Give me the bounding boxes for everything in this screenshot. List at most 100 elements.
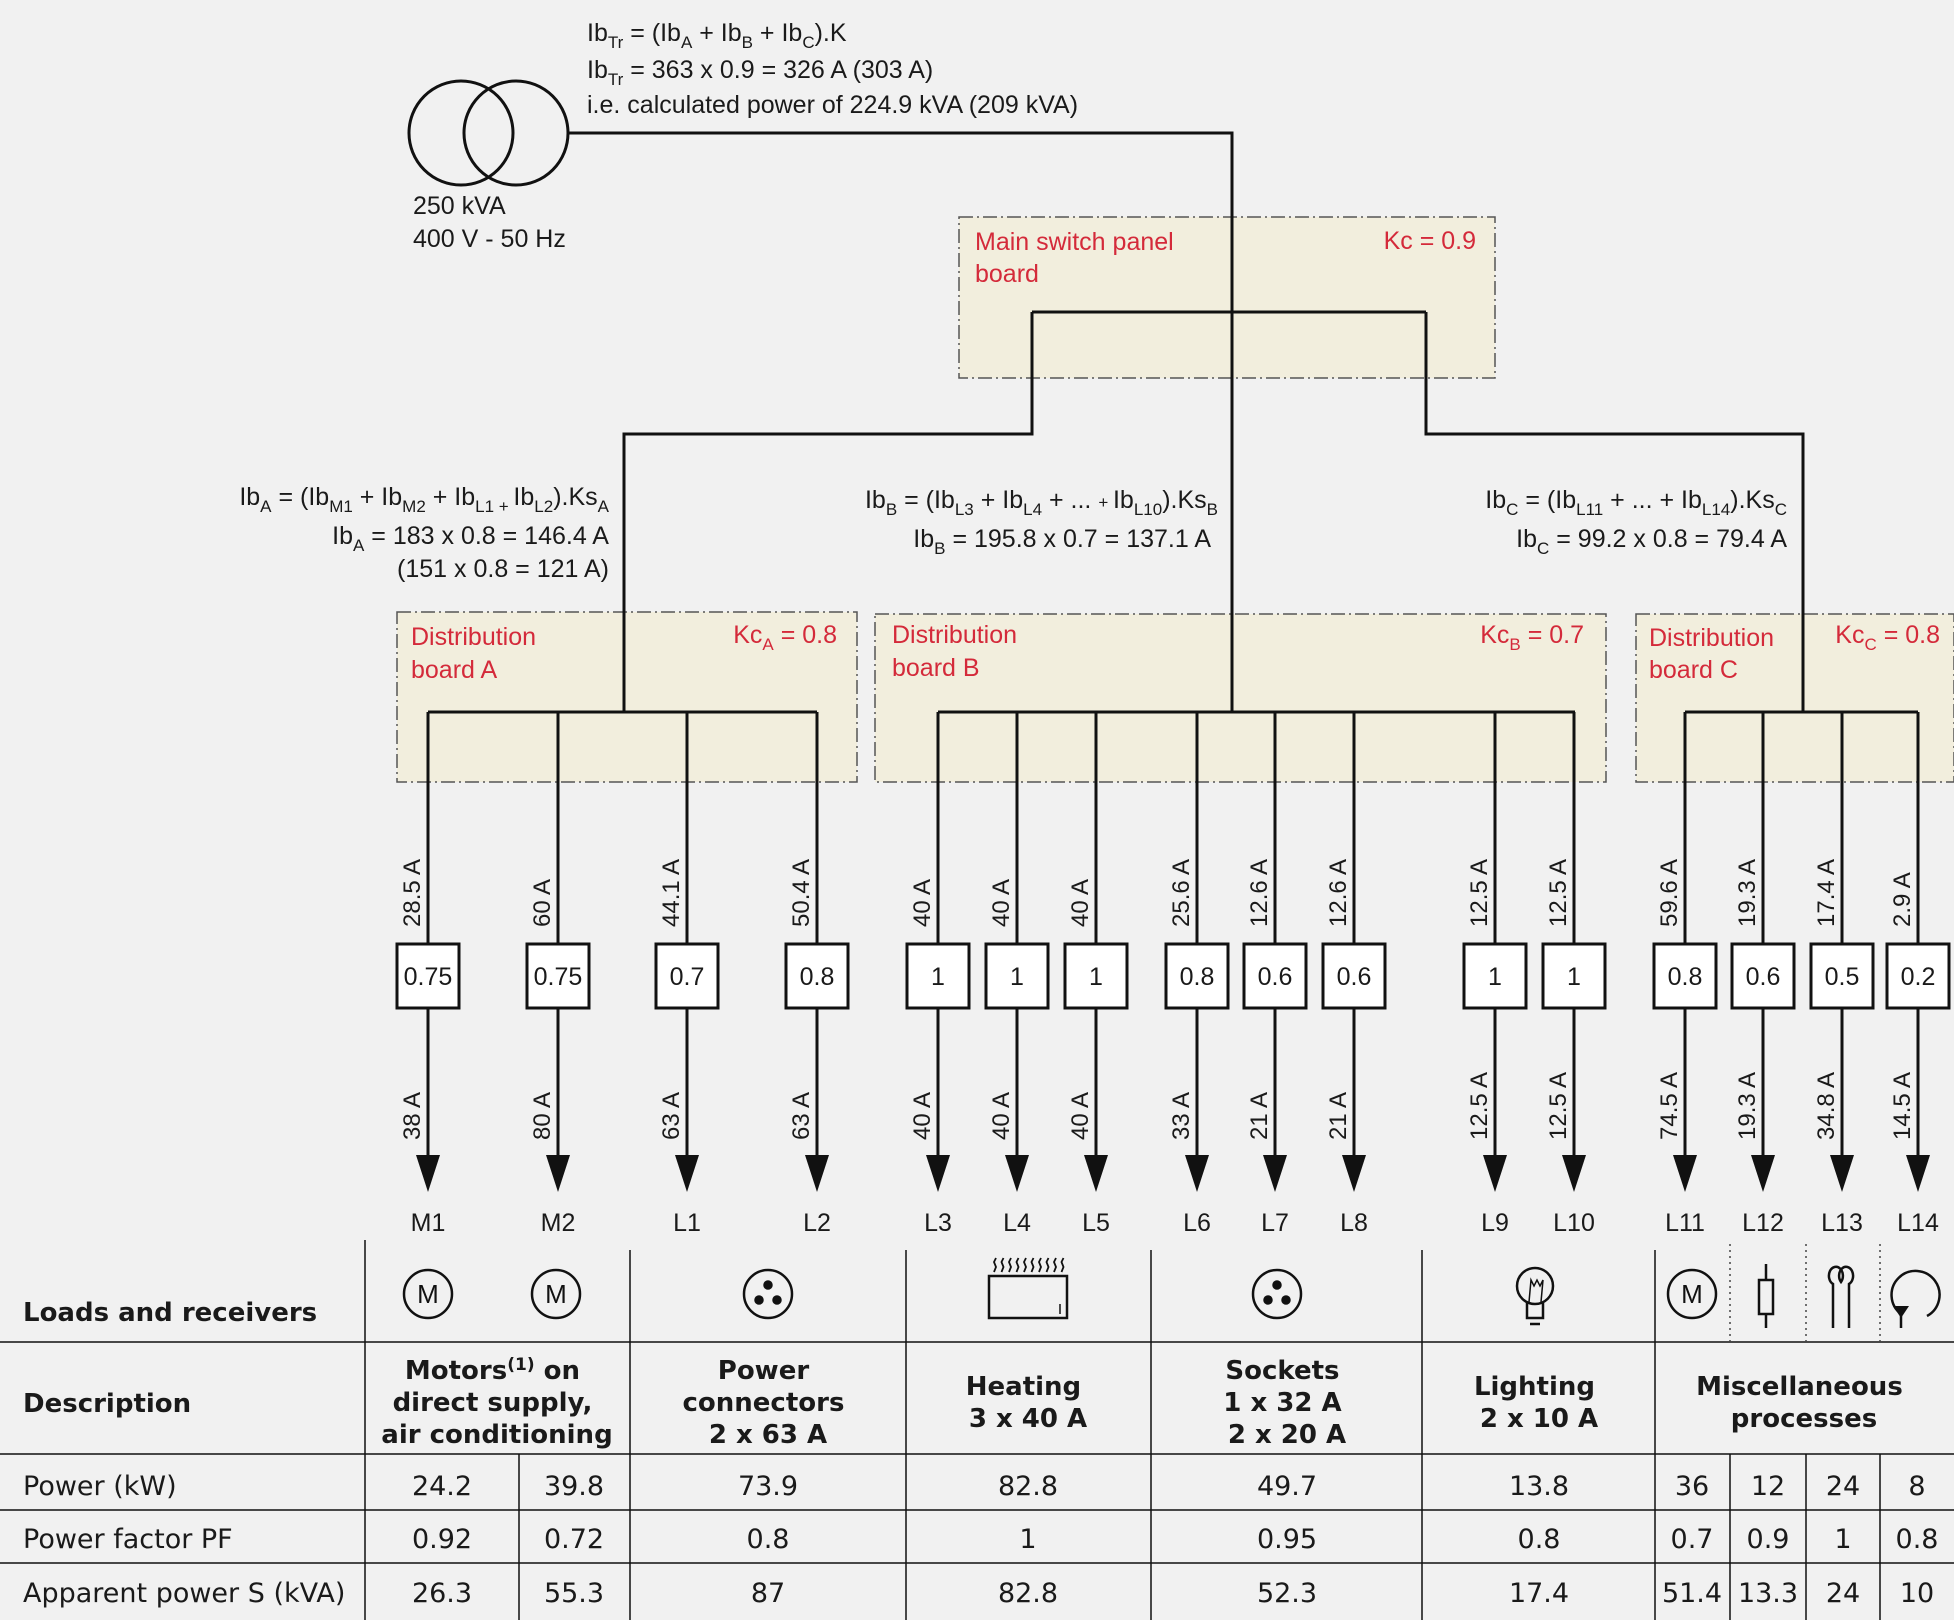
rated-current: 12.5 A — [1466, 1072, 1493, 1140]
apparent-value: 24 — [1826, 1578, 1860, 1609]
power-value: 82.8 — [998, 1471, 1058, 1502]
branch-a-formula: IbA = (IbM1 + IbM2 + IbL1 + IbL2).KsA Ib… — [239, 483, 609, 583]
svg-text:IbTr = 363 x 0.9 = 326 A (303: IbTr = 363 x 0.9 = 326 A (303 A) — [587, 56, 933, 89]
loads-table: Loads and receivers Description Power (k… — [0, 1240, 1954, 1620]
factor-box — [905, 942, 971, 1010]
ib-current: 44.1 A — [658, 859, 685, 927]
arrow-head — [1830, 1155, 1854, 1192]
load-name: L8 — [1340, 1209, 1368, 1237]
socket-icon — [1251, 1268, 1303, 1320]
factor-value: 0.7 — [670, 963, 705, 991]
factor-box — [1652, 942, 1718, 1010]
rated-current: 38 A — [399, 1092, 426, 1140]
arrow-head — [805, 1155, 829, 1192]
circuit-l3: 140 A40 AL3 — [905, 712, 971, 1237]
ib-current: 59.6 A — [1656, 859, 1683, 927]
factor-box — [1321, 942, 1387, 1010]
pf-value: 1 — [1834, 1524, 1851, 1555]
factor-value: 0.6 — [1258, 963, 1293, 991]
pf-value: 0.8 — [1896, 1524, 1939, 1555]
factor-box — [1730, 942, 1796, 1010]
svg-text:M: M — [417, 1279, 439, 1309]
ib-current: 25.6 A — [1168, 859, 1195, 927]
load-name: L13 — [1821, 1209, 1863, 1237]
factor-value: 1 — [1010, 963, 1024, 991]
row-label-pf: Power factor PF — [23, 1524, 233, 1555]
load-name: L10 — [1553, 1209, 1595, 1237]
svg-text:IbB = (IbL3 + IbL4 + ... + IbL: IbB = (IbL3 + IbL4 + ... + IbL10).KsB — [865, 486, 1218, 519]
arrow-head — [1084, 1155, 1108, 1192]
rated-current: 34.8 A — [1813, 1072, 1840, 1140]
rated-current: 14.5 A — [1889, 1072, 1916, 1140]
ib-current: 12.5 A — [1545, 859, 1572, 927]
pf-value: 0.95 — [1257, 1524, 1317, 1555]
factor-value: 0.6 — [1337, 963, 1372, 991]
factor-value: 1 — [1089, 963, 1103, 991]
rated-current: 63 A — [788, 1092, 815, 1140]
pf-value: 1 — [1019, 1524, 1036, 1555]
svg-text:IbC = (IbL11 + ... + IbL14).Ks: IbC = (IbL11 + ... + IbL14).KsC — [1485, 486, 1787, 519]
factor-value: 0.8 — [1180, 963, 1215, 991]
apparent-value: 52.3 — [1257, 1578, 1317, 1609]
arrow-head — [1673, 1155, 1697, 1192]
desc-motors: Motors(1) on direct supply, air conditio… — [381, 1355, 612, 1450]
circuit-l2: 0.850.4 A63 AL2 — [784, 712, 850, 1237]
svg-text:IbC = 99.2 x 0.8 = 79.4 A: IbC = 99.2 x 0.8 = 79.4 A — [1516, 525, 1787, 558]
board-c-kc: KcC = 0.8 — [1835, 621, 1940, 654]
distribution-board-a — [396, 611, 858, 783]
svg-text:M: M — [1681, 1279, 1703, 1309]
main-board-label-2: board — [975, 260, 1039, 288]
rated-current: 19.3 A — [1734, 1072, 1761, 1140]
power-value: 24.2 — [412, 1471, 472, 1502]
row-label-description: Description — [23, 1389, 191, 1419]
power-value: 12 — [1751, 1471, 1785, 1502]
svg-text:IbA = (IbM1 + IbM2 + IbL1 + Ib: IbA = (IbM1 + IbM2 + IbL1 + IbL2).KsA — [239, 483, 609, 516]
transformer-rating: 250 kVA — [413, 192, 506, 220]
circuit-l1: 0.744.1 A63 AL1 — [654, 712, 720, 1237]
ib-current: 40 A — [909, 879, 936, 927]
ib-current: 12.6 A — [1325, 859, 1352, 927]
pf-value: 0.92 — [412, 1524, 472, 1555]
apparent-value: 55.3 — [544, 1578, 604, 1609]
factor-box — [654, 942, 720, 1010]
branch-a-alt: (151 x 0.8 = 121 A) — [397, 555, 609, 583]
load-name: L5 — [1082, 1209, 1110, 1237]
ib-current: 50.4 A — [788, 859, 815, 927]
rated-current: 12.5 A — [1545, 1072, 1572, 1140]
board-b-kc: KcB = 0.7 — [1480, 621, 1584, 654]
circuit-l9: 112.5 A12.5 AL9 — [1462, 712, 1528, 1237]
desc-sockets: Sockets 1 x 32 A 2 x 20 A — [1223, 1356, 1350, 1450]
socket-icon — [742, 1268, 794, 1320]
apparent-value: 17.4 — [1509, 1578, 1569, 1609]
apparent-value: 10 — [1900, 1578, 1934, 1609]
load-name: M2 — [541, 1209, 576, 1237]
power-value: 13.8 — [1509, 1471, 1569, 1502]
ib-current: 12.6 A — [1246, 859, 1273, 927]
load-name: L3 — [924, 1209, 952, 1237]
board-a-label-2: board A — [411, 656, 498, 684]
branch-c-formula: IbC = (IbL11 + ... + IbL14).KsC IbC = 99… — [1485, 486, 1787, 558]
factor-value: 0.8 — [800, 963, 835, 991]
arrow-head — [675, 1155, 699, 1192]
factor-box — [1462, 942, 1528, 1010]
ib-current: 40 A — [988, 879, 1015, 927]
pf-value: 0.8 — [747, 1524, 790, 1555]
arrow-head — [1005, 1155, 1029, 1192]
distribution-board-b — [874, 613, 1607, 783]
desc-miscellaneous: Miscellaneous processes — [1696, 1372, 1912, 1434]
desc-heating: Heating 3 x 40 A — [966, 1372, 1090, 1434]
svg-text:IbTr = (IbA + IbB + IbC).K: IbTr = (IbA + IbB + IbC).K — [587, 19, 847, 52]
ib-current: 12.5 A — [1466, 859, 1493, 927]
ib-current: 28.5 A — [399, 859, 426, 927]
distribution-board-c — [1635, 613, 1954, 783]
power-value: 24 — [1826, 1471, 1860, 1502]
power-value: 73.9 — [738, 1471, 798, 1502]
factor-box — [1242, 942, 1308, 1010]
